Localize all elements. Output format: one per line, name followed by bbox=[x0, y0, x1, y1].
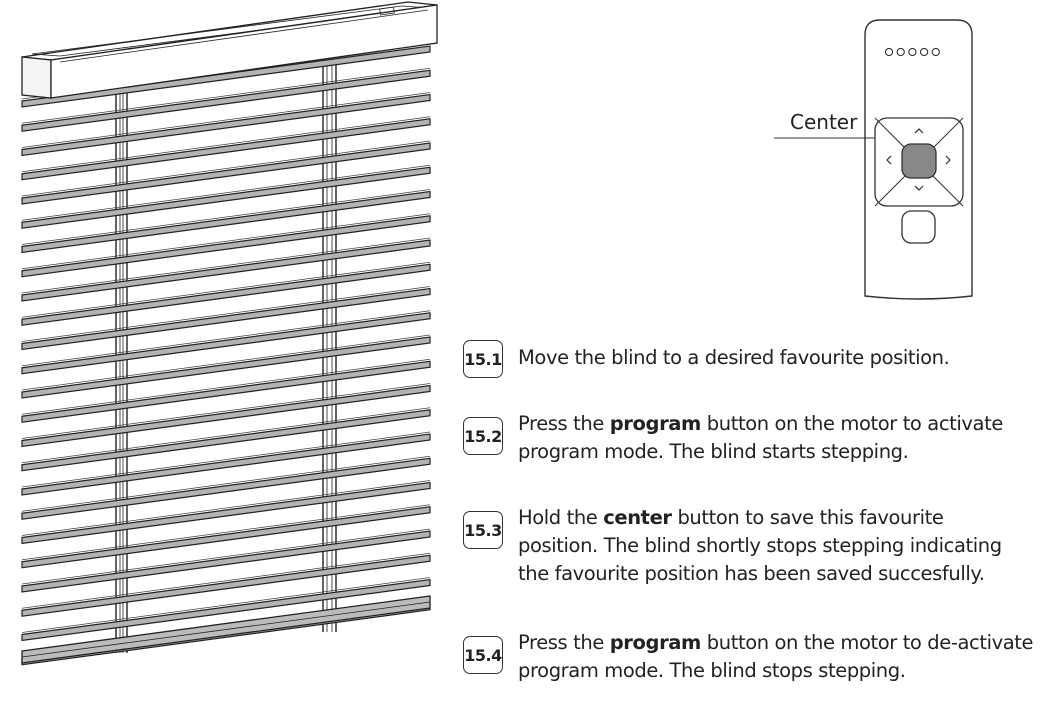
step-number-badge: 15.4 bbox=[463, 636, 503, 674]
indicator-light bbox=[908, 47, 917, 57]
chevron-right-icon[interactable] bbox=[945, 155, 951, 165]
blind-slat bbox=[21, 409, 431, 472]
slat-edge bbox=[21, 189, 431, 245]
blind-slat bbox=[21, 263, 431, 326]
center-button[interactable] bbox=[901, 143, 937, 179]
blind-slat bbox=[21, 457, 431, 520]
indicator-light bbox=[931, 47, 940, 57]
text-run: program mode. The blind stops stepping. bbox=[518, 659, 906, 682]
slat-edge bbox=[21, 237, 431, 294]
step-text: Hold the center button to save this favo… bbox=[518, 504, 1048, 588]
blind-slat bbox=[21, 93, 431, 157]
text-run: the favourite position has been saved su… bbox=[518, 562, 985, 585]
chevron-up-icon[interactable] bbox=[914, 128, 924, 134]
blind-slat bbox=[21, 578, 431, 642]
slat-edge bbox=[21, 164, 431, 221]
slat-edge bbox=[21, 383, 431, 439]
blind-slat bbox=[21, 554, 431, 617]
bold-term: center bbox=[603, 506, 672, 529]
chevron-down-icon[interactable] bbox=[914, 185, 924, 191]
stop-button[interactable] bbox=[901, 210, 936, 244]
text-run: program mode. The blind starts stepping. bbox=[518, 440, 909, 463]
slat-edge bbox=[21, 504, 431, 561]
slat-edge bbox=[21, 116, 431, 173]
slat-edge bbox=[21, 407, 431, 464]
blind-slat bbox=[21, 360, 431, 423]
slat-edge bbox=[21, 577, 431, 633]
blind-slat bbox=[21, 45, 431, 108]
text-run: button on the motor to de-activate bbox=[700, 631, 1034, 654]
indicator-light bbox=[919, 47, 929, 57]
blind-slat bbox=[21, 287, 431, 351]
text-run: Press the bbox=[518, 631, 610, 654]
direction-pad[interactable] bbox=[874, 117, 964, 207]
center-label: Center bbox=[790, 110, 858, 134]
blind-slat bbox=[21, 530, 431, 593]
blind-slats bbox=[21, 43, 431, 666]
step-number-badge: 15.2 bbox=[463, 417, 503, 455]
text-run: Press the bbox=[518, 412, 610, 435]
remote-control: Center bbox=[774, 19, 973, 300]
text-run: button to save this favourite bbox=[671, 506, 944, 529]
slat-edge bbox=[21, 358, 431, 415]
slat-edge bbox=[21, 455, 431, 512]
blind-slat bbox=[21, 190, 431, 254]
blind-slat bbox=[21, 142, 431, 205]
blind-slat bbox=[21, 433, 431, 496]
step-text: Press the program button on the motor to… bbox=[518, 629, 1048, 685]
slat-edge bbox=[21, 310, 431, 367]
blind-slat bbox=[21, 336, 431, 399]
slat-edge bbox=[21, 334, 431, 391]
slat-edge bbox=[21, 431, 431, 488]
step-text: Press the program button on the motor to… bbox=[518, 410, 1048, 466]
slat-edge bbox=[21, 213, 431, 270]
blind-slat bbox=[21, 384, 431, 448]
blind-slat bbox=[21, 118, 431, 181]
slat-edge bbox=[21, 140, 431, 197]
slat-edge bbox=[21, 67, 431, 124]
indicator-lights bbox=[884, 47, 940, 57]
blind-slat bbox=[21, 312, 431, 375]
blind-slat bbox=[21, 481, 431, 545]
slat-edge bbox=[21, 480, 431, 536]
step-number-badge: 15.1 bbox=[463, 340, 503, 378]
slat-edge bbox=[21, 92, 431, 148]
text-run: Move the blind to a desired favourite po… bbox=[518, 346, 950, 369]
indicator-light bbox=[884, 47, 894, 57]
indicator-light bbox=[896, 47, 905, 57]
step-text: Move the blind to a desired favourite po… bbox=[518, 344, 1048, 372]
blind-slat bbox=[21, 69, 431, 132]
text-run: button on the motor to activate bbox=[700, 412, 1004, 435]
bold-term: program bbox=[609, 631, 702, 654]
slat-edge bbox=[21, 552, 431, 609]
blind-slat bbox=[21, 239, 431, 302]
blind-slat bbox=[21, 215, 431, 278]
headrail bbox=[21, 1, 438, 99]
slat-edge bbox=[21, 528, 431, 585]
bold-term: program bbox=[609, 412, 702, 435]
text-run: Hold the bbox=[518, 506, 604, 529]
venetian-blind-illustration bbox=[21, 1, 438, 666]
step-number-badge: 15.3 bbox=[463, 511, 503, 549]
text-run: position. The blind shortly stops steppi… bbox=[518, 534, 1002, 557]
bottom-rail bbox=[21, 595, 431, 664]
slat-edge bbox=[21, 261, 431, 318]
blind-slat bbox=[21, 166, 431, 229]
blind-slat bbox=[21, 506, 431, 569]
slat-edge bbox=[21, 286, 431, 342]
chevron-left-icon[interactable] bbox=[886, 155, 892, 165]
